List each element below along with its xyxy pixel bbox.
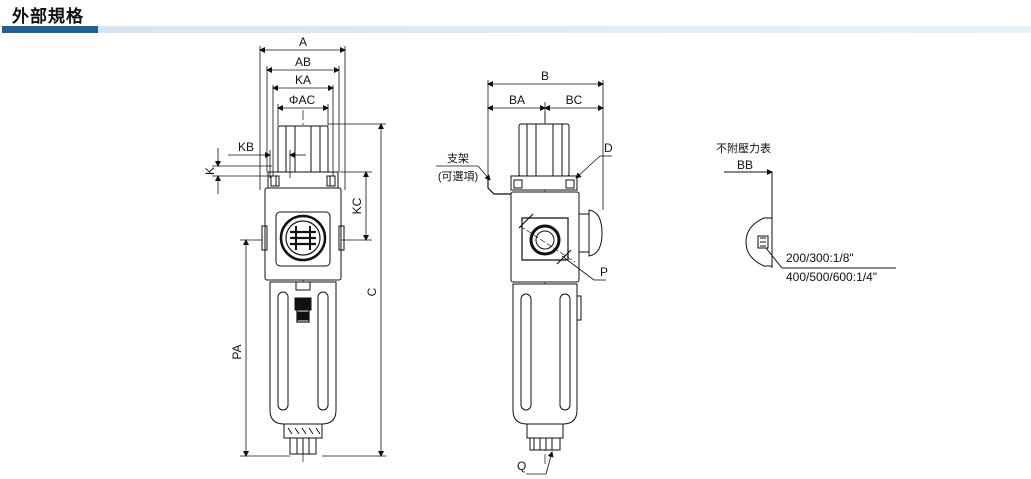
no-gauge-note: 不附壓力表 bbox=[716, 141, 771, 155]
dim-label-k: K bbox=[203, 167, 217, 175]
dim-label-b: B bbox=[541, 69, 549, 83]
dim-label-pa: PA bbox=[230, 344, 244, 359]
dim-label-q: Q bbox=[517, 459, 526, 473]
dim-label-p: P bbox=[600, 265, 608, 279]
dim-label-ka: KA bbox=[295, 73, 311, 87]
dim-label-a: A bbox=[299, 35, 307, 49]
dim-label-kc: KC bbox=[350, 197, 364, 214]
dim-label-ac: ΦAC bbox=[289, 93, 316, 107]
section-header: 外部規格 bbox=[0, 0, 1031, 36]
front-view bbox=[261, 110, 345, 462]
dim-label-ab: AB bbox=[295, 55, 311, 69]
port-spec-small: 200/300:1/8" bbox=[786, 251, 854, 265]
dim-label-d: D bbox=[604, 141, 613, 155]
dim-label-c: C bbox=[365, 287, 379, 296]
side-view bbox=[487, 112, 603, 465]
dim-label-ba: BA bbox=[509, 93, 525, 107]
dim-label-kb: KB bbox=[238, 140, 254, 154]
page-title: 外部規格 bbox=[12, 7, 84, 27]
bracket-option-label: (可選項) bbox=[438, 170, 478, 183]
header-divider-bar bbox=[98, 26, 1031, 33]
bracket-label: 支架 bbox=[447, 152, 469, 165]
port-spec-large: 400/500/600:1/4" bbox=[786, 270, 877, 284]
front-view-dimensions bbox=[212, 46, 386, 457]
header-accent-bar bbox=[2, 26, 98, 33]
detail-view bbox=[724, 169, 896, 269]
dim-label-bc: BC bbox=[566, 93, 583, 107]
dim-label-bb: BB bbox=[737, 158, 753, 172]
side-view-dimensions bbox=[436, 80, 612, 475]
